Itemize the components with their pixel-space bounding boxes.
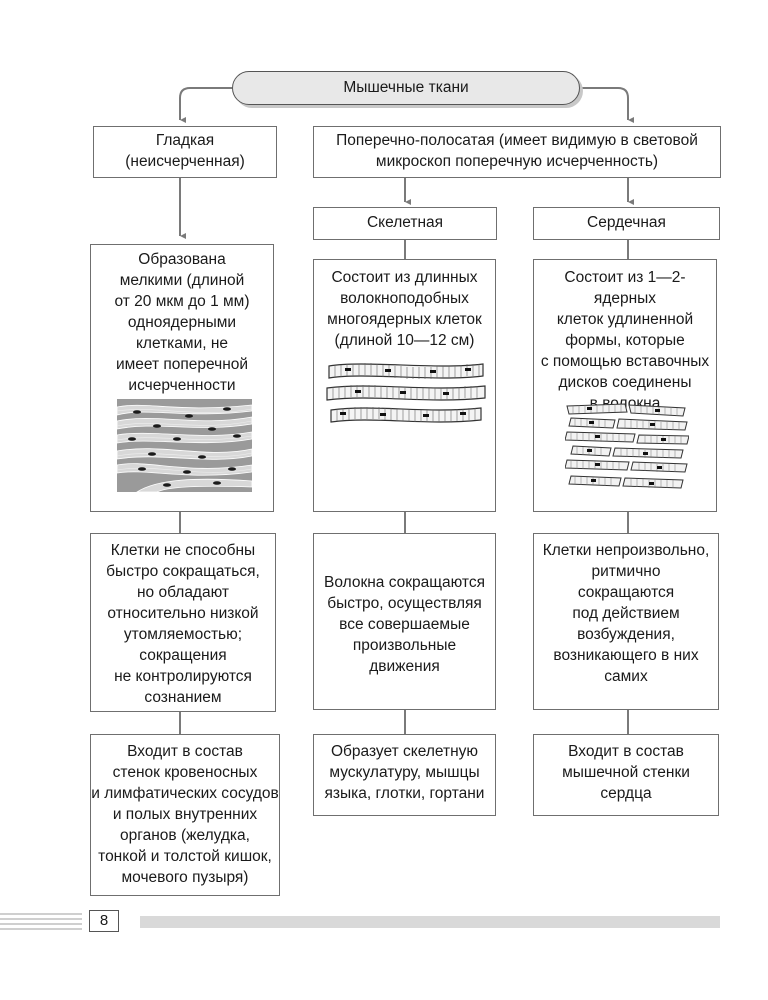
cardiac-structure-text: Состоит из 1—2-ядерных клеток удлиненной… <box>540 269 710 412</box>
smooth-muscle-illustration <box>117 399 252 492</box>
skeletal-header-box: Скелетная <box>313 207 497 240</box>
smooth-location-text: Входит в состав стенок кровеносных и лим… <box>91 743 279 886</box>
skeletal-location-text: Образует скелетную мускулатуру, мышцы яз… <box>324 743 485 802</box>
footer-bar <box>140 916 720 928</box>
smooth-header-box: Гладкая (неисчерченная) <box>93 126 277 178</box>
skeletal-header: Скелетная <box>366 214 444 231</box>
skeletal-structure-box: Состоит из длинных волокноподобных много… <box>313 259 496 512</box>
smooth-location-box: Входит в состав стенок кровеносных и лим… <box>90 734 280 896</box>
striated-header: Поперечно-полосатая (имеет видимую в све… <box>336 132 698 170</box>
cardiac-location-box: Входит в состав мышечной стенки сердца <box>533 734 719 816</box>
skeletal-structure-text: Состоит из длинных волокноподобных много… <box>327 269 482 349</box>
striated-header-box: Поперечно-полосатая (имеет видимую в све… <box>313 126 721 178</box>
skeletal-function-text: Волокна сокращаются быстро, осуществляя … <box>323 574 486 675</box>
skeletal-muscle-illustration <box>326 363 486 423</box>
skeletal-function-box: Волокна сокращаются быстро, осуществляя … <box>313 533 496 710</box>
smooth-function-text: Клетки не способны быстро сокращаться, н… <box>106 542 260 706</box>
smooth-structure-text: Образована мелкими (длиной от 20 мкм до … <box>114 251 250 394</box>
cardiac-header-box: Сердечная <box>533 207 720 240</box>
skeletal-location-box: Образует скелетную мускулатуру, мышцы яз… <box>313 734 496 816</box>
smooth-function-box: Клетки не способны быстро сокращаться, н… <box>90 533 276 712</box>
cardiac-muscle-illustration <box>565 403 689 489</box>
footer-decor-lines <box>0 913 82 933</box>
page-number: 8 <box>89 910 119 932</box>
cardiac-function-box: Клетки непроизвольно, ритмично сокращают… <box>533 533 719 710</box>
smooth-header: Гладкая (неисчерченная) <box>125 132 245 170</box>
cardiac-function-text: Клетки непроизвольно, ритмично сокращают… <box>542 542 710 685</box>
cardiac-location-text: Входит в состав мышечной стенки сердца <box>562 743 690 802</box>
cardiac-header: Сердечная <box>587 214 666 231</box>
diagram-title: Мышечные ткани <box>232 71 580 105</box>
